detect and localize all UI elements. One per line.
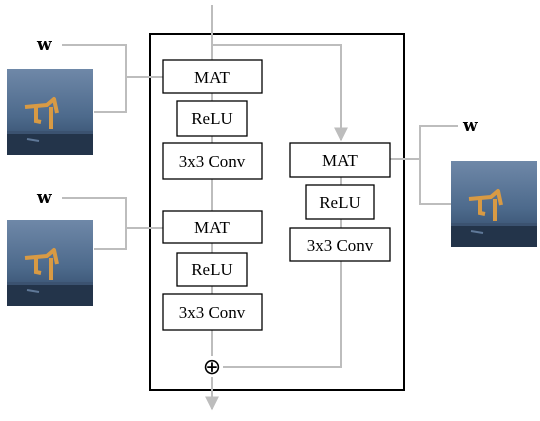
block-frame	[149, 33, 405, 391]
relu-label: ReLU	[191, 260, 233, 279]
w-line-bottom	[62, 197, 127, 250]
relu-box	[305, 184, 375, 220]
sum-input-line	[223, 261, 342, 368]
mat-label: MAT	[322, 151, 359, 170]
w-line-right	[419, 125, 458, 205]
right-branch-group: MAT ReLU 3x3 Conv	[289, 142, 391, 262]
conv-label: 3x3 Conv	[307, 236, 374, 255]
relu-box	[176, 100, 248, 137]
mat-box	[162, 59, 263, 94]
left-top-group: MAT ReLU 3x3 Conv	[162, 59, 263, 180]
mat-label: MAT	[194, 218, 231, 237]
conv-box	[289, 227, 391, 262]
mat-label: MAT	[194, 68, 231, 87]
relu-label: ReLU	[319, 193, 361, 212]
mat-box	[289, 142, 391, 178]
w-label-bottom: w	[36, 188, 52, 208]
w-label-top: w	[36, 35, 52, 55]
relu-label: ReLU	[191, 109, 233, 128]
thumbnail-top-left	[5, 67, 95, 157]
relu-box	[176, 252, 248, 287]
sum-symbol: ⊕	[203, 354, 221, 379]
skip-arrow	[212, 44, 348, 142]
left-bottom-group: MAT ReLU 3x3 Conv	[162, 210, 263, 331]
conv-box	[162, 293, 263, 331]
thumbnail-bottom-left	[5, 218, 95, 308]
w-label-right: w	[462, 116, 478, 136]
conv-label: 3x3 Conv	[179, 303, 246, 322]
thumbnail-right	[449, 159, 539, 249]
mat-box	[162, 210, 263, 244]
w-line-top	[62, 44, 127, 113]
conv-box	[162, 142, 263, 180]
conv-label: 3x3 Conv	[179, 152, 246, 171]
